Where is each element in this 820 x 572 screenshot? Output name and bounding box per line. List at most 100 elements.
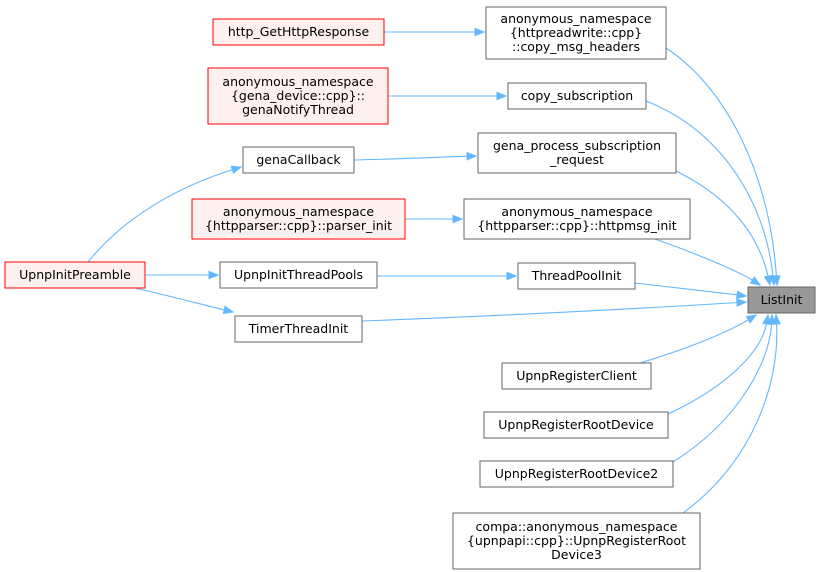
arrow-head-icon [222,305,235,314]
node-upnpregisterclient[interactable]: UpnpRegisterClient [501,362,652,390]
node-label: UpnpRegisterRootDevice [498,417,654,432]
node-box [507,82,647,110]
edge-line [639,318,750,364]
node-label: {upnpapi::cpp}::UpnpRegisterRoot [467,533,686,548]
node-label: _request [549,152,604,167]
node-label: copy_subscription [521,88,633,103]
node-parser-init[interactable]: anonymous_namespace{httpparser::cpp}::pa… [191,198,406,240]
node-genacallback[interactable]: genaCallback [242,146,355,174]
edge-upnpinitpreamble-to-upnpinitthreadpools [144,270,220,280]
node-box [477,132,677,174]
node-upnpregisterrootdevice[interactable]: UpnpRegisterRootDevice [483,411,669,439]
edge-upnpinitpreamble-to-genacallback [87,165,243,263]
node-box [4,261,146,289]
arrow-head-icon [466,151,478,161]
node-box [747,286,816,314]
arrow-head-icon [230,165,243,174]
node-label: compa::anonymous_namespace [476,519,678,534]
edge-httpmsg_init-to-listinit [654,238,762,286]
node-gena-notify[interactable]: anonymous_namespace{gena_device::cpp}::g… [207,67,389,125]
node-label: anonymous_namespace [222,74,373,89]
edge-line [634,282,739,296]
node-upnpregisterrootdevice3[interactable]: compa::anonymous_namespace{upnpapi::cpp}… [452,512,701,570]
arrow-head-icon [506,271,518,281]
edge-line [87,168,234,263]
edge-line [682,322,778,514]
arrow-head-icon [208,270,220,280]
arrow-head-icon [749,276,762,286]
edge-upnpregisterrootdevice-to-listinit [667,313,771,415]
edge-line [645,100,774,278]
node-copy-msg-headers[interactable]: anonymous_namespace{httpreadwrite::cpp}:… [485,6,667,60]
node-label: UpnpRegisterRootDevice2 [495,466,658,481]
arrow-head-icon [736,298,748,307]
edge-http_getresp-to-copy_msg_headers [384,27,486,37]
edge-line [667,322,768,415]
node-listinit[interactable]: ListInit [747,286,816,314]
arrow-head-icon [745,314,758,324]
node-box [483,411,669,439]
node-gena-process[interactable]: gena_process_subscription_request [477,132,677,174]
node-label: UpnpRegisterClient [516,368,637,383]
edge-line [353,155,469,161]
node-box [191,198,406,240]
node-label: UpnpInitThreadPools [234,267,363,282]
nodes-layer: ListInit http_GetHttpResponse anonymous_na… [4,6,816,570]
edge-genacallback-to-gena_process [353,151,478,161]
edge-line [134,287,226,311]
node-label: TimerThreadInit [248,321,349,336]
node-label: ThreadPoolInit [531,268,622,283]
node-upnpinitthreadpools[interactable]: UpnpInitThreadPools [219,261,378,289]
edge-timerthreadinit-to-listinit [361,298,748,322]
edge-upnpinitpreamble-to-timerthreadinit [134,287,235,314]
node-label: genaCallback [256,152,341,167]
node-box [479,460,674,488]
edges-layer [87,27,781,514]
node-threadpoolinit[interactable]: ThreadPoolInit [517,262,636,290]
edge-upnpregisterrootdevice2-to-listinit [672,313,776,463]
node-label: {gena_device::cpp}:: [231,88,365,103]
node-label: gena_process_subscription [493,138,661,153]
edge-line [361,301,739,322]
node-label: anonymous_namespace [501,204,652,219]
node-box [234,315,363,343]
edge-upnpinitthreadpools-to-threadpoolinit [377,271,518,281]
edge-gena_notify-to-copy_subscription [387,91,508,101]
arrow-head-icon [772,313,781,325]
node-box [212,18,385,46]
node-upnpregisterrootdevice2[interactable]: UpnpRegisterRootDevice2 [479,460,674,488]
node-label: ListInit [761,292,803,307]
node-label: UpnpInitPreamble [19,267,131,282]
arrow-head-icon [736,290,748,300]
node-httpmsg-init[interactable]: anonymous_namespace{httpparser::cpp}::ht… [463,198,691,240]
arrow-head-icon [496,91,508,101]
node-box [219,261,378,289]
node-box [207,67,389,125]
node-copy-subscription[interactable]: copy_subscription [507,82,647,110]
node-label: http_GetHttpResponse [228,24,370,39]
edge-gena_process-to-listinit [675,170,773,287]
edge-upnpregisterrootdevice3-to-listinit [682,313,781,514]
node-http-getresp[interactable]: http_GetHttpResponse [212,18,385,46]
edge-threadpoolinit-to-listinit [634,282,748,300]
node-label: Device3 [551,547,602,562]
edge-line [654,238,754,282]
node-box [242,146,355,174]
edge-parser_init-to-httpmsg_init [404,214,464,224]
edge-line [675,170,769,278]
node-upnpinitpreamble[interactable]: UpnpInitPreamble [4,261,146,289]
arrow-head-icon [474,27,486,37]
node-box [463,198,691,240]
edge-line [672,322,773,463]
node-label: anonymous_namespace [223,204,374,219]
node-label: {httpparser::cpp}::parser_init [205,218,392,233]
node-label: {httpparser::cpp}::httpmsg_init [477,218,676,233]
node-timerthreadinit[interactable]: TimerThreadInit [234,315,363,343]
node-label: genaNotifyThread [242,102,354,117]
arrow-head-icon [763,274,773,287]
node-box [452,512,701,570]
node-label: anonymous_namespace [500,11,651,26]
arrow-head-icon [452,214,464,224]
